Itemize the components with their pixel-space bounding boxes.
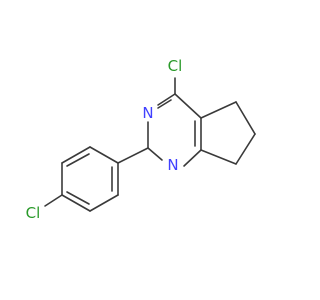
- bond-ph4-ph5-inner: [66, 191, 90, 205]
- bond-ph2-ph3: [61, 146, 91, 164]
- bond-ph4-cl: [44, 194, 63, 207]
- atom-cl-top: Cl: [168, 57, 183, 75]
- molecule-structure: Cl N N Cl: [26, 57, 256, 222]
- bond-ph2-ph3-inner: [66, 153, 90, 167]
- bond-c4-n3-inner: [157, 99, 172, 109]
- atom-cl-left: Cl: [26, 204, 41, 222]
- bond-c5-c6: [235, 101, 256, 135]
- bond-ph5-ph6: [89, 194, 119, 212]
- bond-c4a-c5: [200, 101, 237, 119]
- atom-n-bottom: N: [167, 156, 178, 174]
- bond-ph4-ph5: [61, 194, 91, 212]
- bond-c4-n3: [157, 93, 176, 106]
- bond-c2-phenyl: [117, 147, 149, 164]
- bond-c7-c7a: [200, 149, 237, 165]
- bond-c2-n1: [147, 147, 163, 161]
- bond-n1-c7a: [183, 149, 202, 167]
- bond-c6-c7: [235, 133, 256, 165]
- atom-n-top: N: [142, 104, 153, 122]
- bond-ph1-ph2: [89, 146, 119, 164]
- bond-c4a-c4: [174, 93, 202, 119]
- structure-canvas: Cl N N Cl: [26, 57, 256, 222]
